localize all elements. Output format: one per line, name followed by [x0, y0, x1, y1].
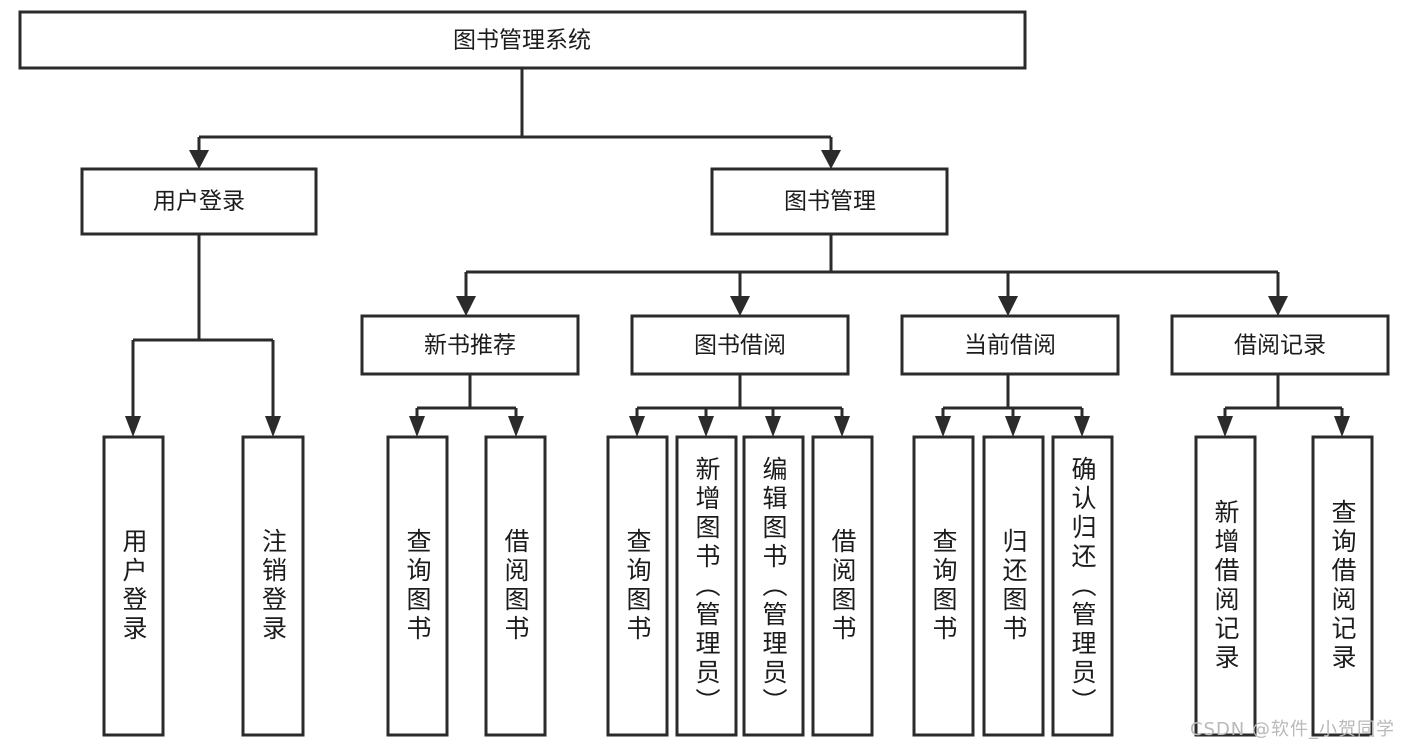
node-root-rect — [18, 10, 1027, 70]
node-new-book-rec-label: 新书推荐 — [424, 333, 516, 359]
connector-currentborrow-to-leaves — [935, 374, 1090, 437]
node-borrow-record[interactable]: 借阅记录 — [1170, 314, 1390, 376]
node-book-borrow[interactable]: 图书借阅 — [630, 314, 850, 376]
watermark-text: CSDN @软件_小贺同学 — [1189, 719, 1395, 740]
node-borrow-record-label: 借阅记录 — [1234, 333, 1326, 359]
leaf-rect-return-book[interactable] — [982, 435, 1045, 737]
leaf-rect-logout[interactable] — [241, 435, 305, 737]
leaf-rect-confirm-return[interactable] — [1051, 435, 1114, 737]
node-root[interactable]: 图书管理系统 — [18, 10, 1027, 70]
connector-newbook-to-leaves — [409, 374, 524, 437]
node-current-borrow-rect — [900, 314, 1120, 376]
node-new-book-rec[interactable]: 新书推荐 — [360, 314, 580, 376]
leaf-rects — [102, 435, 1374, 737]
leaf-rect-query-record[interactable] — [1311, 435, 1374, 737]
leaf-rect-query-book-3[interactable] — [912, 435, 975, 737]
connector-bookborrow-to-leaves — [629, 374, 850, 437]
leaf-rect-query-book-1[interactable] — [386, 435, 449, 737]
node-current-borrow[interactable]: 当前借阅 — [900, 314, 1120, 376]
node-user-login[interactable]: 用户登录 — [80, 167, 318, 236]
leaf-rect-borrow-book-2[interactable] — [811, 435, 874, 737]
leaf-rect-user-login[interactable] — [102, 435, 165, 737]
connector-bookmanage-to-level3 — [456, 234, 1288, 316]
node-user-login-label: 用户登录 — [153, 189, 245, 215]
leaf-rect-add-record[interactable] — [1194, 435, 1257, 737]
node-book-manage-rect — [710, 167, 949, 236]
leaf-rect-query-book-2[interactable] — [606, 435, 669, 737]
node-borrow-record-rect — [1170, 314, 1390, 376]
leaf-rect-add-book[interactable] — [675, 435, 738, 737]
leaf-rect-edit-book[interactable] — [742, 435, 805, 737]
connector-borrowrecord-to-leaves — [1217, 374, 1350, 437]
node-book-manage-label: 图书管理 — [784, 189, 876, 215]
node-book-borrow-rect — [630, 314, 850, 376]
node-current-borrow-label: 当前借阅 — [964, 333, 1056, 359]
node-root-label: 图书管理系统 — [453, 28, 591, 54]
connector-userlogin-to-leaves — [125, 234, 281, 437]
leaf-rect-borrow-book-1[interactable] — [484, 435, 547, 737]
connector-root-to-level2 — [189, 68, 841, 169]
node-new-book-rec-rect — [360, 314, 580, 376]
node-book-borrow-label: 图书借阅 — [694, 333, 786, 359]
node-book-manage[interactable]: 图书管理 — [710, 167, 949, 236]
node-user-login-rect — [80, 167, 318, 236]
